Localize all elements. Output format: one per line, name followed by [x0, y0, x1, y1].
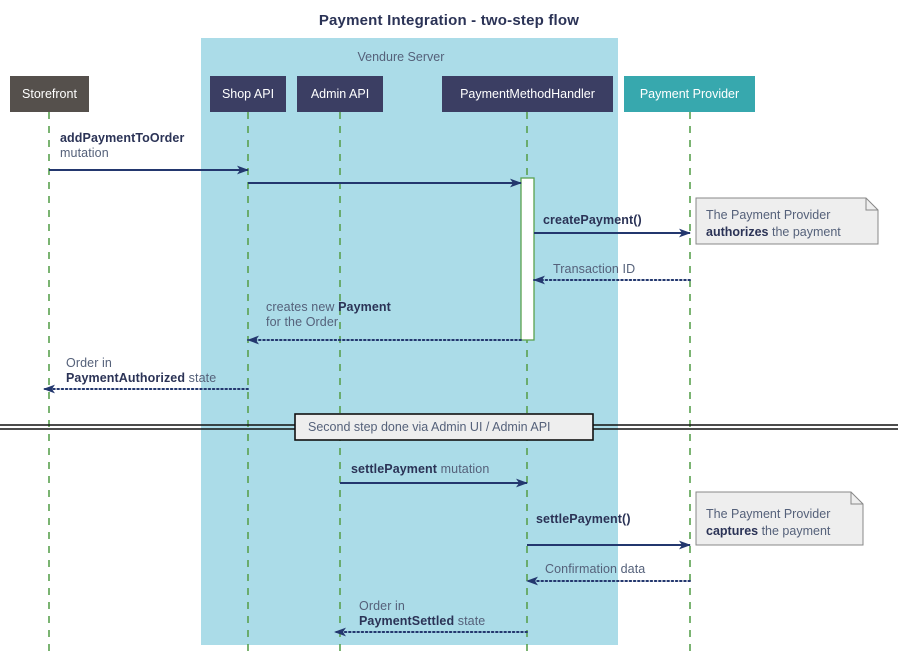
message-label-segment: settlePayment — [351, 462, 438, 476]
message-label-line: addPaymentToOrder — [60, 131, 184, 146]
message-label-segment: Order in — [359, 599, 405, 613]
message-label-line: PaymentAuthorized state — [66, 371, 216, 386]
message-label-segment: Confirmation data — [545, 562, 646, 576]
group-label-vendure-server: Vendure Server — [357, 50, 445, 64]
note-box-note-authorizes — [695, 197, 879, 245]
note-segment: captures — [706, 523, 759, 538]
participant-box-storefront[interactable]: Storefront — [10, 76, 89, 112]
message-label-segment: PaymentSettled — [359, 614, 455, 628]
participant-label-admin-api: Admin API — [310, 87, 370, 101]
message-label-line: createPayment() — [543, 213, 642, 228]
message-label-segment: creates new — [266, 300, 339, 314]
message-label-segment: Transaction ID — [553, 262, 636, 276]
message-label-line: Order in — [66, 356, 216, 371]
participant-box-payment-provider[interactable]: Payment Provider — [624, 76, 755, 112]
message-label-segment: for the Order — [266, 315, 339, 329]
note-line: The Payment Provider — [706, 506, 830, 523]
participant-label-payment-method-handler: PaymentMethodHandler — [460, 87, 595, 101]
note-fold-note-captures — [850, 492, 863, 505]
participant-label-payment-provider: Payment Provider — [639, 87, 740, 101]
message-label-settle-payment-call: settlePayment() — [536, 512, 631, 527]
note-segment: authorizes — [706, 224, 769, 239]
group-box-vendure-server — [201, 38, 618, 645]
message-label-confirmation-data: Confirmation data — [545, 562, 645, 577]
activation-bar-pmh-activation — [520, 177, 535, 341]
message-label-segment: settlePayment() — [536, 512, 631, 526]
note-line: authorizes the payment — [706, 224, 841, 241]
participant-box-payment-method-handler[interactable]: PaymentMethodHandler — [442, 76, 613, 112]
message-label-line: Order in — [359, 599, 485, 614]
participant-label-shop-api: Shop API — [221, 87, 275, 101]
message-label-segment: mutation — [60, 146, 109, 160]
note-text-note-captures: The Payment Provider captures the payment — [706, 506, 830, 539]
page-title: Payment Integration - two-step flow — [318, 12, 580, 29]
message-label-segment: Payment — [338, 300, 391, 314]
message-label-create-payment: createPayment() — [543, 213, 642, 228]
message-label-line: Transaction ID — [553, 262, 635, 277]
message-label-line: PaymentSettled state — [359, 614, 485, 629]
message-label-segment: Order in — [66, 356, 112, 370]
message-label-line: creates new Payment — [266, 300, 391, 315]
participant-box-shop-api[interactable]: Shop API — [210, 76, 286, 112]
note-segment: the payment — [758, 523, 831, 538]
note-fold-note-authorizes — [865, 198, 878, 211]
message-label-segment: PaymentAuthorized — [66, 371, 186, 385]
participant-label-storefront: Storefront — [22, 87, 77, 101]
note-box-note-captures — [695, 491, 864, 546]
message-label-segment: addPaymentToOrder — [60, 131, 185, 145]
divider-box — [294, 413, 594, 441]
message-label-line: Confirmation data — [545, 562, 645, 577]
note-line: captures the payment — [706, 523, 830, 540]
message-label-line: mutation — [60, 146, 184, 161]
note-segment: the payment — [768, 224, 841, 239]
note-segment: The Payment Provider — [706, 507, 831, 521]
note-text-note-authorizes: The Payment Provider authorizes the payme… — [706, 207, 841, 240]
message-label-line: settlePayment() — [536, 512, 631, 527]
message-label-line: settlePayment mutation — [351, 462, 489, 477]
message-label-segment: state — [454, 614, 486, 628]
message-label-segment: mutation — [437, 462, 490, 476]
message-label-line: for the Order — [266, 315, 391, 330]
message-label-settle-payment-mutation: settlePayment mutation — [351, 462, 489, 477]
message-label-transaction-id: Transaction ID — [553, 262, 635, 277]
message-label-segment: state — [185, 371, 217, 385]
divider-label: Second step done via Admin UI / Admin AP… — [308, 420, 551, 434]
note-segment: The Payment Provider — [706, 208, 831, 222]
note-line: The Payment Provider — [706, 207, 841, 224]
message-label-segment: createPayment() — [543, 213, 642, 227]
participant-box-admin-api[interactable]: Admin API — [297, 76, 383, 112]
